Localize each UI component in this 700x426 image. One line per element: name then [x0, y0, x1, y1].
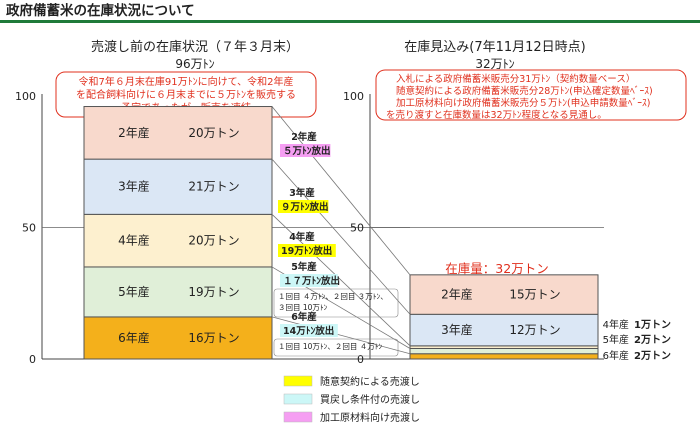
- left-note-line: を配合飼料向けに６月末までに５万ﾄﾝを販売する: [76, 88, 296, 101]
- right-outside-value: 2万トン: [634, 334, 671, 346]
- right-tick-label: 100: [343, 90, 364, 103]
- right-stock-label: 在庫量：32万トン: [445, 261, 548, 276]
- legend-label: 加工原材料向け売渡し: [320, 411, 420, 424]
- right-bar-5年産: [409, 347, 599, 355]
- right-seg-label: 3年産: [441, 322, 473, 337]
- legend-swatch: [283, 393, 313, 405]
- release-highlight: [280, 274, 338, 287]
- page-title: 政府備蓄米の在庫状況について: [6, 2, 195, 19]
- connector-6年産: [271, 316, 411, 355]
- left-seg-value: 16万トン: [188, 331, 239, 345]
- release-detail: １回目 10万ﾄﾝ、２回目 ４万ﾄﾝ: [278, 342, 383, 351]
- release-year: 2年産: [291, 131, 317, 143]
- release-year: 3年産: [289, 187, 315, 199]
- left-tick-label: 50: [22, 222, 36, 235]
- connector-4年産: [271, 214, 411, 347]
- right-tick-label: 50: [350, 222, 364, 235]
- right-total: 32万ﾄﾝ: [475, 57, 514, 71]
- release-year: 4年産: [289, 231, 315, 243]
- right-outside-value: 1万トン: [634, 319, 671, 331]
- left-total: 96万ﾄﾝ: [175, 57, 214, 71]
- release-amount: 14万ﾄﾝ放出: [283, 325, 334, 337]
- legend-swatch: [283, 411, 313, 423]
- release-highlight: [278, 244, 336, 257]
- legend-label: 買戻し条件付の売渡し: [320, 393, 420, 406]
- release-amount: ５万ﾄﾝ放出: [283, 145, 331, 157]
- connector-3年産: [271, 158, 411, 315]
- left-seg-label: 4年産: [118, 233, 150, 248]
- left-seg-value: 20万トン: [188, 126, 239, 140]
- right-chart-title: 在庫見込み(7年11月12日時点): [404, 40, 586, 55]
- release-detail: ３回目 10万ﾄﾝ: [278, 303, 328, 312]
- release-detail: １回目 ４万ﾄﾝ、２回目 ３万ﾄﾝ、: [278, 292, 388, 301]
- release-amount: 19万ﾄﾝ放出: [281, 245, 332, 257]
- left-seg-label: 3年産: [118, 179, 150, 194]
- right-note-line: 随意契約による政府備蓄米販売分28万ﾄﾝ(申込確定数量ﾍﾞｰｽ): [396, 85, 653, 97]
- right-outside-value: 2万トン: [634, 350, 671, 362]
- left-seg-value: 19万トン: [188, 285, 239, 299]
- release-amount: ９万ﾄﾝ放出: [281, 201, 329, 213]
- left-seg-label: 5年産: [118, 284, 150, 299]
- left-chart-title: 売渡し前の在庫状況（７年３月末）: [91, 39, 299, 55]
- right-outside-label: 4年産: [603, 318, 629, 331]
- release-year: 6年産: [291, 311, 317, 323]
- left-seg-label: 6年産: [118, 330, 150, 345]
- left-note-line: 令和7年６月末在庫91万ﾄﾝに向けて、令和2年産: [79, 75, 294, 88]
- right-outside-label: 5年産: [603, 333, 629, 346]
- right-note-line: 加工原材料向け政府備蓄米販売分５万ﾄﾝ(申込申請数量ﾍﾞｰｽ): [396, 97, 650, 109]
- release-detail-box: [273, 288, 399, 318]
- right-tick-label: 0: [357, 353, 364, 366]
- left-seg-value: 21万トン: [188, 180, 239, 194]
- right-note-box: [375, 69, 687, 121]
- left-bar-3年産: [83, 158, 273, 215]
- right-bar-2年産: [409, 274, 599, 315]
- release-amount: １７万ﾄﾝ放出: [283, 275, 340, 287]
- release-detail-box: [273, 338, 399, 357]
- left-bar-6年産: [83, 316, 273, 360]
- title-underline: [0, 20, 700, 23]
- right-seg-label: 2年産: [441, 287, 473, 302]
- right-bar-6年産: [409, 353, 599, 360]
- left-tick-label: 0: [29, 353, 36, 366]
- release-highlight: [280, 324, 338, 337]
- right-seg-value: 15万トン: [509, 288, 560, 302]
- left-bar-5年産: [83, 266, 273, 318]
- connector-2年産: [271, 106, 411, 276]
- right-outside-label: 6年産: [603, 349, 629, 362]
- release-highlight: [278, 200, 329, 213]
- left-bar-2年産: [83, 106, 273, 160]
- right-note-line: を売り渡すと在庫数量は32万ﾄﾝ程度となる見通し。: [386, 109, 607, 121]
- left-tick-label: 100: [15, 90, 36, 103]
- release-year: 5年産: [291, 261, 317, 273]
- right-seg-value: 12万トン: [509, 323, 560, 337]
- legend-swatch: [283, 375, 313, 387]
- left-seg-value: 20万トン: [188, 234, 239, 248]
- right-note-line: 入札による政府備蓄米販売分31万ﾄﾝ（契約数量ベース）: [396, 73, 635, 85]
- right-bar-3年産: [409, 313, 599, 347]
- release-highlight: [280, 144, 331, 157]
- legend-label: 随意契約による売渡し: [320, 375, 420, 388]
- left-seg-label: 2年産: [118, 125, 150, 140]
- left-bar-4年産: [83, 213, 273, 268]
